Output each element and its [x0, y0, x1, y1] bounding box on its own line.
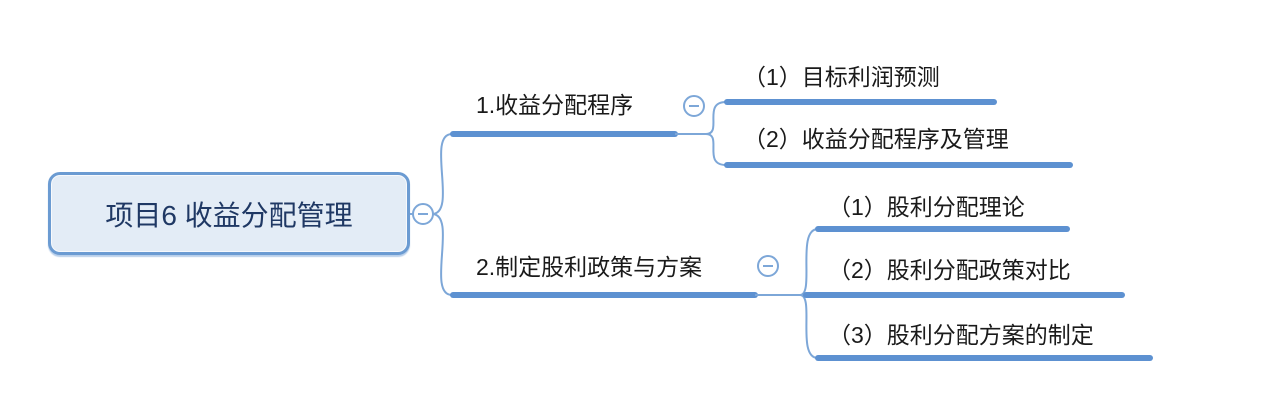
- branch2-child1-topic[interactable]: （1）股利分配理论: [828, 194, 1025, 220]
- branch1-child2-topic[interactable]: （2）收益分配程序及管理: [743, 126, 1009, 152]
- branch2-topic[interactable]: 2.制定股利政策与方案: [476, 254, 703, 280]
- connector-root-branch1: [409, 133, 453, 215]
- collapse-minus-icon-root[interactable]: [412, 203, 434, 225]
- branch1-topic[interactable]: 1.收益分配程序: [476, 92, 634, 118]
- connector-branch2-child3: [799, 294, 819, 359]
- collapse-minus-icon-branch2[interactable]: [757, 255, 779, 277]
- collapse-minus-icon-branch1[interactable]: [683, 95, 705, 117]
- root-topic-label: 项目6 收益分配管理: [105, 199, 353, 231]
- branch2-child2-topic[interactable]: （2）股利分配政策对比: [828, 257, 1071, 283]
- connector-branch1-child2: [705, 133, 727, 166]
- branch1-child1-topic[interactable]: （1）目标利润预测: [743, 64, 940, 90]
- root-topic[interactable]: 项目6 收益分配管理: [48, 172, 410, 255]
- branch2-child3-topic[interactable]: （3）股利分配方案的制定: [828, 322, 1094, 348]
- connector-root-branch2: [431, 213, 453, 296]
- connector-branch2-child1: [799, 228, 819, 296]
- connector-branch1-child1: [705, 101, 727, 135]
